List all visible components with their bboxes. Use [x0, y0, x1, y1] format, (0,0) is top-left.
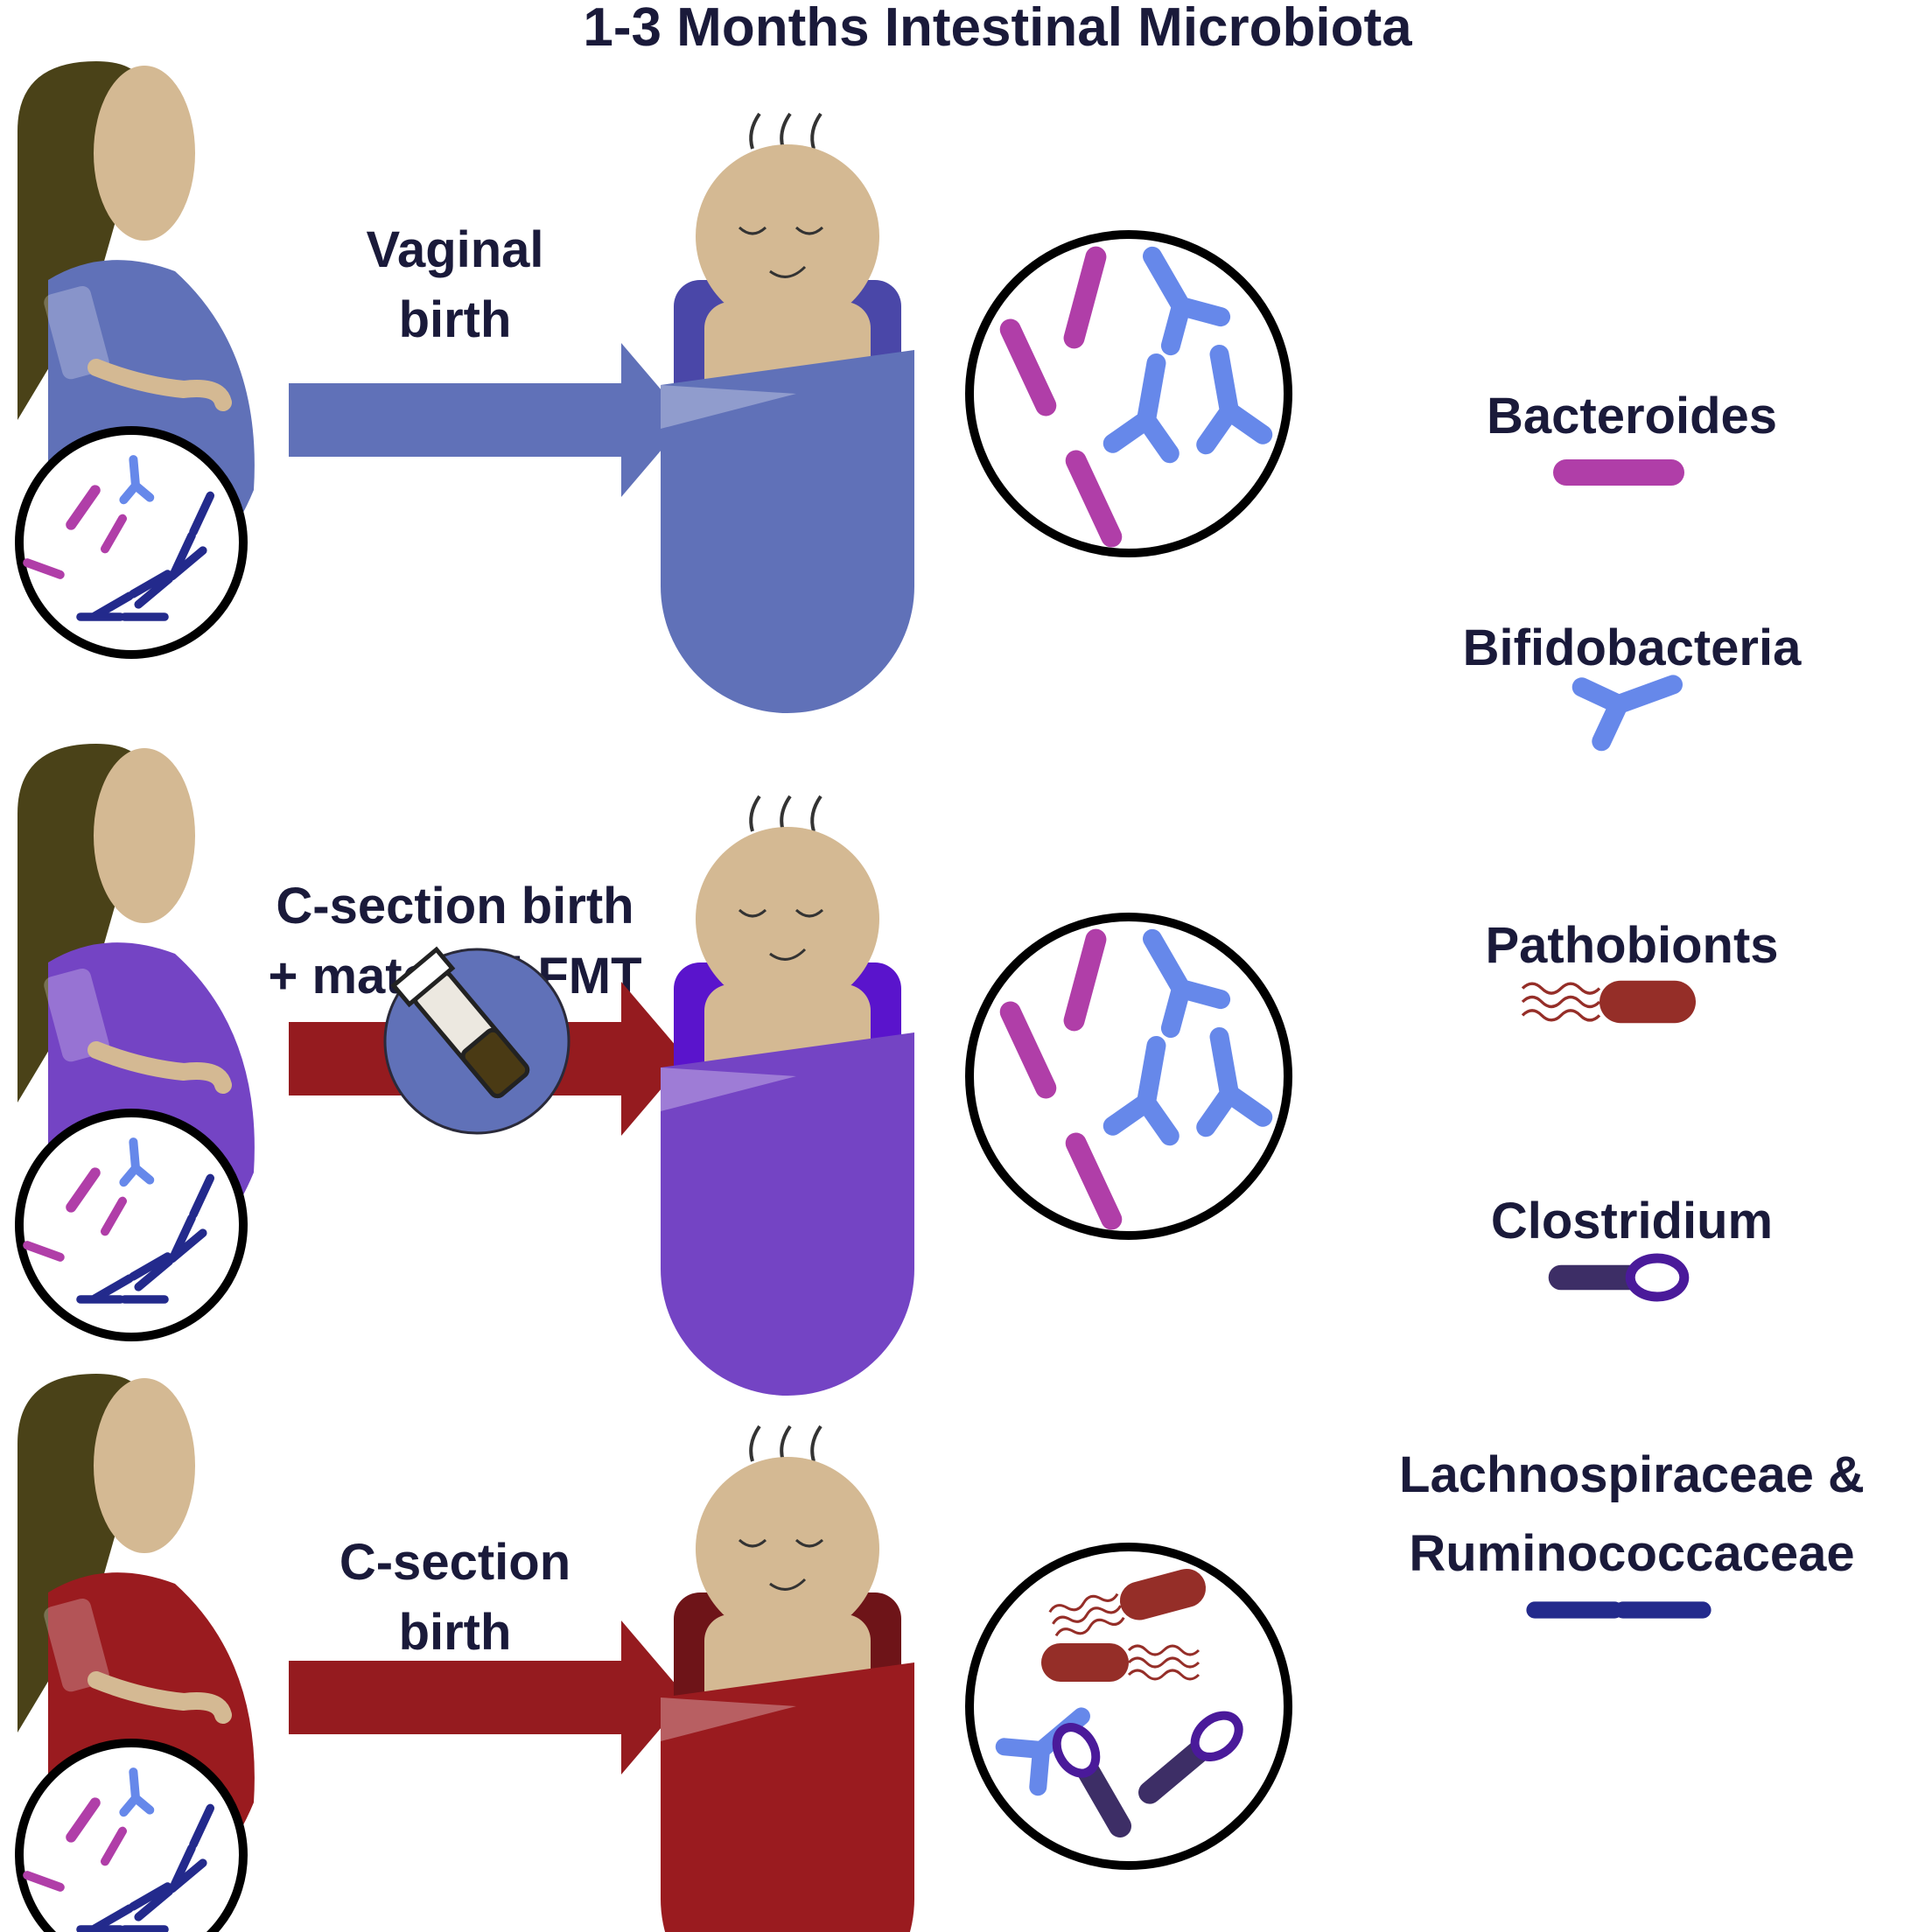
legend-item-lachno: Lachnospiraceae & Ruminococcaceae [1399, 1446, 1865, 1610]
row-csection: C-section birth [15, 1374, 1292, 1932]
diagram-title: 1-3 Months Intestinal Microbiota [583, 0, 1412, 58]
baby-eye [794, 226, 824, 235]
hair-curl [780, 112, 792, 150]
hair-curl [749, 1424, 761, 1462]
baby-head [696, 827, 879, 1011]
mother-microbiota-circle [15, 426, 248, 659]
row-vaginal: Vaginal birth [15, 61, 1292, 713]
baby-blanket [661, 1662, 914, 1932]
legend-label: Clostridium [1491, 1193, 1773, 1250]
birth-arrow [289, 343, 687, 497]
legend-label: Pathobionts [1485, 917, 1778, 974]
hair-curl [780, 794, 792, 832]
fmt-vial-badge [383, 946, 570, 1135]
baby-head [696, 144, 879, 328]
blanket-fold [661, 1068, 796, 1111]
hair-curl [780, 1424, 792, 1462]
blanket-fold [661, 385, 796, 429]
hair-curl [810, 794, 822, 832]
mother-sleeve [44, 968, 109, 1062]
mother-face [94, 66, 195, 241]
hair-curl [749, 794, 761, 832]
row-label-line: C-section [340, 1534, 570, 1591]
mother-face [94, 1378, 195, 1553]
legend-item-bifidobacteria: Bifidobacteria [1463, 620, 1802, 741]
baby-blanket [661, 350, 914, 713]
legend: BacteroidesBifidobacteriaPathobiontsClos… [1399, 388, 1865, 1610]
birth-arrow [289, 1620, 687, 1774]
legend-label: Bacteroides [1487, 388, 1777, 444]
baby-eye [794, 908, 824, 918]
baby-smile [769, 265, 807, 278]
legend-item-clostridium: Clostridium [1491, 1193, 1773, 1297]
baby-blanket [661, 1032, 914, 1396]
hair-curl [749, 112, 761, 150]
mother-arm [88, 359, 232, 411]
hair-curl [810, 1424, 822, 1462]
mother-face [94, 748, 195, 923]
mother-arm [88, 1041, 232, 1094]
mother-microbiota-circle [15, 1739, 248, 1932]
baby-smile [769, 948, 807, 961]
legend-item-pathobionts: Pathobionts [1485, 917, 1779, 1025]
mother-microbiota-circle [15, 1109, 248, 1341]
infant-microbiota-circle [965, 230, 1292, 557]
mother-sleeve [44, 1598, 109, 1692]
blanket-fold [661, 1698, 796, 1741]
infant-microbiota-circle [965, 913, 1292, 1240]
row-label-line: birth [399, 1604, 512, 1661]
legend-label: Lachnospiraceae & [1399, 1446, 1865, 1503]
row-label-line: birth [399, 291, 512, 348]
legend-label: Ruminococcaceae [1409, 1525, 1854, 1582]
baby-smile [769, 1578, 807, 1591]
mother-sleeve [44, 285, 109, 380]
clostridium-legend-icon [1561, 1258, 1684, 1297]
baby-eye [738, 226, 767, 235]
row-label-line: C-section birth [276, 878, 634, 934]
baby-eye [738, 908, 767, 918]
fmt-vial-cap [390, 946, 456, 1008]
pathobionts-legend-icon [1521, 979, 1698, 1025]
legend-item-bacteroides: Bacteroides [1487, 388, 1777, 472]
row-csection-fmt: C-section birth+ maternal FMT [15, 744, 1292, 1396]
baby-eye [738, 1538, 767, 1548]
legend-label: Bifidobacteria [1463, 620, 1802, 676]
fmt-vial-content [460, 1027, 530, 1099]
mother-arm [88, 1671, 232, 1724]
baby-head [696, 1457, 879, 1641]
baby-eye [794, 1538, 824, 1548]
hair-curl [810, 112, 822, 150]
infant-microbiota-circle [965, 1543, 1292, 1870]
fmt-vial-group [390, 946, 530, 1099]
row-label-line: Vaginal [366, 221, 543, 278]
